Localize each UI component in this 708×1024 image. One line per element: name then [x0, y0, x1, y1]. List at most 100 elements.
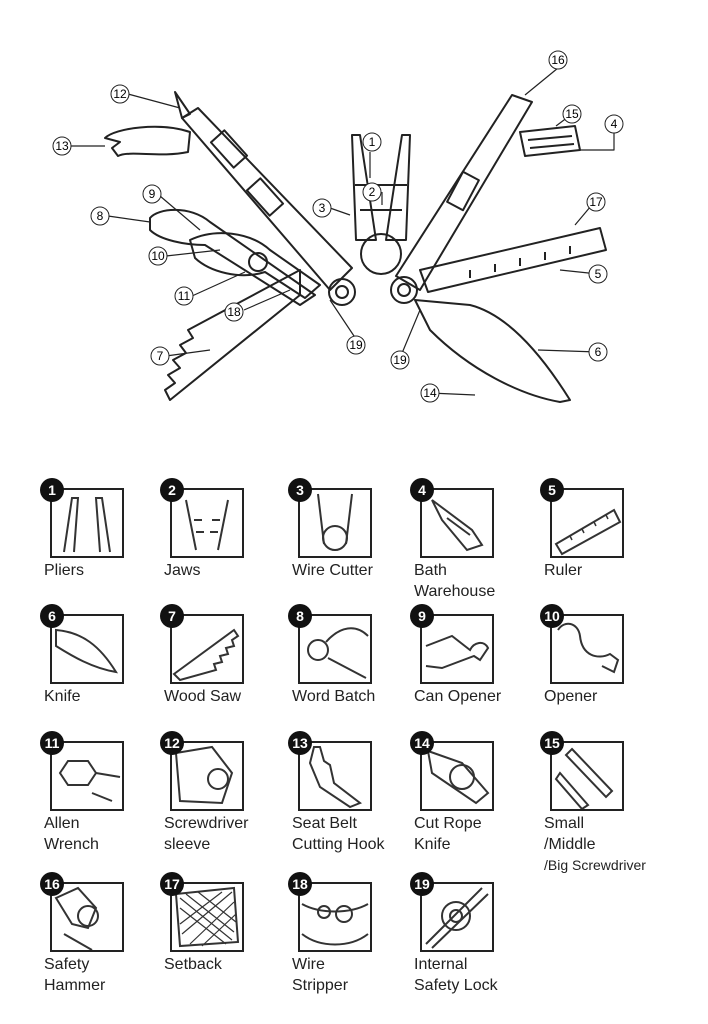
ruler-icon — [550, 488, 624, 558]
opener-arm — [189, 232, 321, 299]
callout-1: 1 — [362, 132, 382, 152]
multitool-diagram: 1 2 3 4 5 6 7 8 9 10 11 12 13 14 15 16 1… — [52, 50, 624, 403]
screwdriver-bits-icon — [550, 741, 624, 811]
allen-wrench-icon — [50, 741, 124, 811]
tool-label-line: Wood Saw — [164, 688, 242, 705]
wire-cutter-icon — [298, 488, 372, 558]
svg-text:13: 13 — [55, 139, 69, 153]
svg-text:17: 17 — [589, 195, 603, 209]
svg-text:18: 18 — [227, 305, 241, 319]
tool-label: Jaws — [164, 560, 294, 581]
svg-text:8: 8 — [97, 209, 104, 223]
tool-label: Small/Middle/Big Screwdriver — [544, 813, 674, 876]
callout-6: 6 — [588, 342, 608, 362]
tool-label-line: /Big Screwdriver — [544, 857, 646, 873]
screwdriver-sleeve-icon — [170, 741, 244, 811]
belt-cutter-icon — [298, 741, 372, 811]
callout-12: 12 — [110, 84, 130, 104]
tool-number-badge: 17 — [160, 872, 184, 896]
callout-17: 17 — [586, 192, 606, 212]
svg-text:19: 19 — [393, 353, 407, 367]
svg-text:12: 12 — [113, 87, 127, 101]
file-icon — [170, 882, 244, 952]
tool-label-line: Internal — [414, 956, 468, 973]
callout-14: 14 — [420, 383, 440, 403]
tool-label: Can Opener — [414, 686, 544, 707]
tool-number-badge: 10 — [540, 604, 564, 628]
tool-label-line: Knife — [414, 836, 451, 853]
tool-label-line: Can Opener — [414, 688, 502, 705]
svg-text:10: 10 — [151, 249, 165, 263]
svg-text:19: 19 — [349, 338, 363, 352]
svg-text:11: 11 — [178, 289, 191, 303]
tool-label-line: Cutting Hook — [292, 836, 385, 853]
knife-blade — [414, 299, 571, 403]
saw-blade — [164, 269, 301, 401]
callout-2: 2 — [362, 182, 382, 202]
tool-number-badge: 19 — [410, 872, 434, 896]
tool-label-line: Opener — [544, 688, 598, 705]
tool-label-line: Stripper — [292, 977, 349, 994]
tool-label-line: Jaws — [164, 562, 201, 579]
rope-knife-icon — [420, 741, 494, 811]
pliers-icon — [50, 488, 124, 558]
callout-4: 4 — [604, 114, 624, 134]
callout-19-right: 19 — [390, 350, 410, 370]
ruler — [419, 227, 607, 293]
tool-label-line: Ruler — [544, 562, 583, 579]
tool-number-badge: 16 — [40, 872, 64, 896]
tool-label-line: Word Batch — [292, 688, 376, 705]
right-handle — [395, 94, 533, 291]
tool-number-badge: 12 — [160, 731, 184, 755]
tool-label-line: Hammer — [44, 977, 106, 994]
jaws-icon — [170, 488, 244, 558]
tool-label: Wire Cutter — [292, 560, 422, 581]
wrench-arm — [149, 208, 316, 306]
tool-number-badge: 11 — [40, 731, 64, 755]
tool-label-line: Setback — [164, 956, 222, 973]
tool-number-badge: 7 — [160, 604, 184, 628]
left-handle — [181, 107, 353, 291]
screwdriver-tip — [174, 91, 191, 119]
callout-7: 7 — [150, 346, 170, 366]
can-opener-icon — [420, 614, 494, 684]
pliers-head — [351, 134, 377, 241]
callout-18: 18 — [224, 302, 244, 322]
tool-label-line: /Middle — [544, 836, 596, 853]
tool-label-line: Wire Cutter — [292, 562, 373, 579]
tool-number-badge: 14 — [410, 731, 434, 755]
callout-13: 13 — [52, 136, 72, 156]
tool-number-badge: 1 — [40, 478, 64, 502]
tool-label: Opener — [544, 686, 674, 707]
callout-19-left: 19 — [346, 335, 366, 355]
tool-number-badge: 13 — [288, 731, 312, 755]
tool-label-line: sleeve — [164, 836, 211, 853]
tool-label-line: Knife — [44, 688, 81, 705]
tool-label: Word Batch — [292, 686, 422, 707]
tool-number-badge: 15 — [540, 731, 564, 755]
callout-3: 3 — [312, 198, 332, 218]
tool-label: Ruler — [544, 560, 674, 581]
callout-16: 16 — [548, 50, 568, 70]
bit-storage-icon — [420, 488, 494, 558]
svg-text:2: 2 — [369, 185, 376, 199]
svg-text:3: 3 — [319, 201, 326, 215]
safety-hammer-icon — [50, 882, 124, 952]
tool-label-line: Safety — [44, 956, 90, 973]
tool-number-badge: 3 — [288, 478, 312, 502]
callout-9: 9 — [142, 184, 162, 204]
tool-label-line: Wire — [292, 956, 325, 973]
svg-text:7: 7 — [157, 349, 164, 363]
callout-8: 8 — [90, 206, 110, 226]
tool-label-line: Wrench — [44, 836, 99, 853]
tool-label-line: Bath — [414, 562, 447, 579]
svg-text:9: 9 — [149, 187, 156, 201]
tool-label: Pliers — [44, 560, 174, 581]
svg-text:16: 16 — [551, 53, 565, 67]
tool-number-badge: 18 — [288, 872, 312, 896]
